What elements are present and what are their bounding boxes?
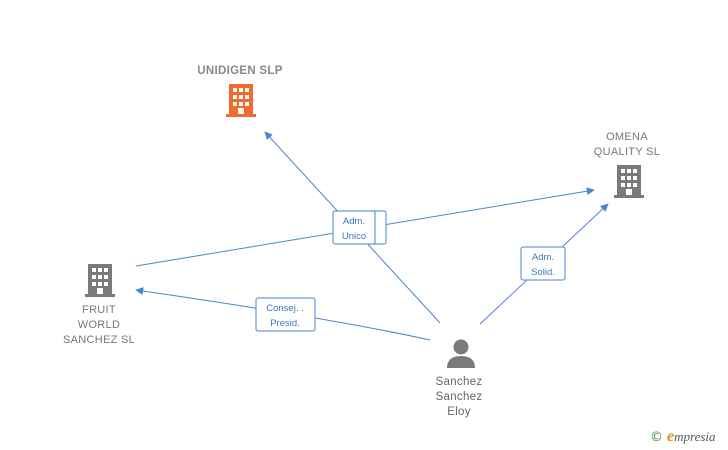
brand-logo-text: mpresia: [674, 429, 716, 444]
node-unidigen[interactable]: UNIDIGEN SLP: [197, 65, 282, 117]
node-label: Sanchez: [436, 391, 483, 403]
building-icon: [226, 84, 256, 117]
person-icon: [447, 339, 475, 368]
edge-label-line: Solid.: [531, 267, 555, 278]
brand-logo-e: e: [667, 428, 675, 445]
node-label: UNIDIGEN SLP: [197, 65, 282, 77]
edge-label-consej-presid[interactable]: Consej. . Presid.: [255, 297, 316, 332]
edge-label-line: Presid.: [270, 318, 300, 329]
edge-label-line: Adm.: [532, 252, 554, 263]
node-label: FRUIT: [82, 304, 116, 316]
node-label: Sanchez: [436, 376, 483, 388]
node-person[interactable]: Sanchez Sanchez Eloy: [436, 339, 483, 419]
node-fruit-world[interactable]: FRUIT WORLD SANCHEZ SL: [63, 264, 135, 346]
brand-watermark: © empresia: [650, 428, 716, 446]
node-label: OMENA: [606, 131, 648, 143]
node-label: WORLD: [78, 319, 120, 331]
copyright-icon: ©: [650, 430, 663, 445]
edge-label-line: Adm.: [343, 216, 365, 227]
building-icon: [614, 165, 644, 198]
edge-label-line: Consej. .: [266, 303, 304, 314]
node-label: Eloy: [447, 406, 471, 418]
node-omena[interactable]: OMENA QUALITY SL: [594, 131, 660, 198]
node-label: SANCHEZ SL: [63, 334, 135, 346]
edge-label-adm-solid[interactable]: Adm. Solid.: [520, 246, 566, 281]
building-icon: [85, 264, 115, 297]
node-label: QUALITY SL: [594, 146, 660, 158]
edge-label-line: Unico: [342, 231, 366, 242]
edge-label-adm-unico[interactable]: Adm. Unico: [332, 210, 376, 245]
